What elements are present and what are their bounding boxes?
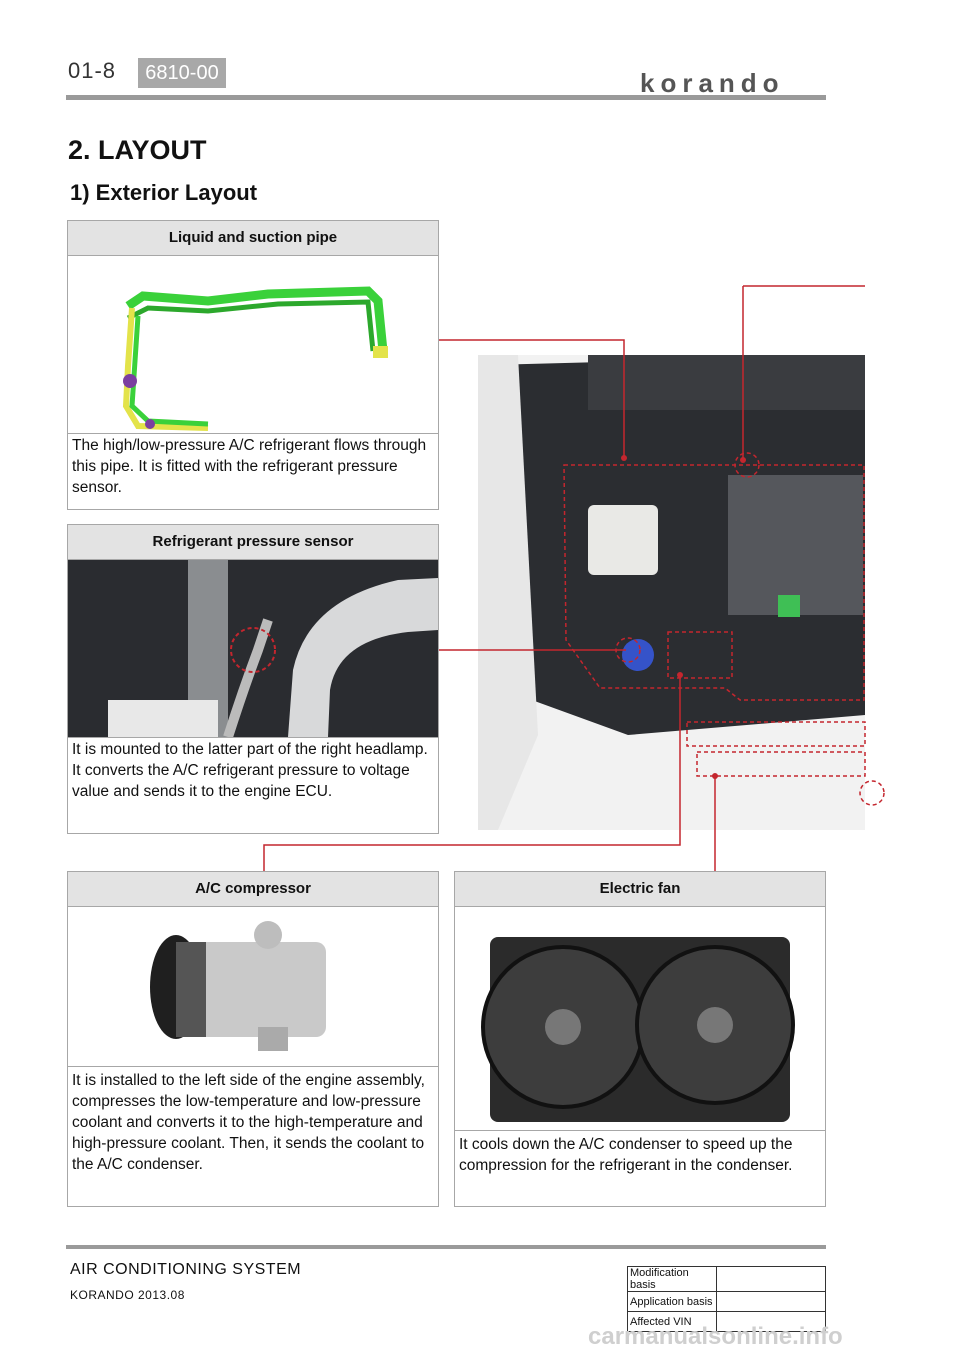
component-card-pressure-sensor: Refrigerant pressure sensor It is mounte… xyxy=(67,524,439,834)
footer-model: KORANDO 2013.08 xyxy=(70,1288,185,1302)
row-label: Modification basis xyxy=(627,1266,717,1292)
component-description: It is mounted to the latter part of the … xyxy=(72,741,428,800)
component-description: It is installed to the left side of the … xyxy=(72,1072,425,1173)
engine-bay-photo xyxy=(478,355,865,830)
footer-rule xyxy=(66,1245,826,1249)
component-description: The high/low-pressure A/C refrigerant fl… xyxy=(72,437,427,496)
sensor-image xyxy=(68,560,438,738)
row-value xyxy=(716,1266,826,1292)
row-value xyxy=(716,1291,826,1312)
revision-info-table: Modification basis Application basis Aff… xyxy=(627,1266,826,1332)
page-number: 01-8 xyxy=(68,58,117,83)
pipe-image xyxy=(68,256,438,434)
component-title: Refrigerant pressure sensor xyxy=(68,525,438,560)
component-card-ac-compressor: A/C compressor It is installed to the le… xyxy=(67,871,439,1207)
fan-image xyxy=(455,907,825,1131)
header-rule xyxy=(66,95,826,100)
component-title: Liquid and suction pipe xyxy=(68,221,438,256)
row-label: Application basis xyxy=(627,1291,717,1312)
component-description: It cools down the A/C condenser to speed… xyxy=(459,1136,793,1174)
footer-system-title: AIR CONDITIONING SYSTEM xyxy=(70,1261,302,1278)
component-title: A/C compressor xyxy=(68,872,438,907)
component-title: Electric fan xyxy=(455,872,825,907)
table-row: Affected VIN xyxy=(627,1311,826,1332)
table-row: Modification basis xyxy=(627,1266,826,1292)
section-title: 2. LAYOUT xyxy=(68,135,207,165)
component-card-liquid-suction-pipe: Liquid and suction pipe The high/low-pre… xyxy=(67,220,439,510)
watermark: carmanualsonline.info xyxy=(588,1323,843,1350)
section-code-badge: 6810-00 xyxy=(138,58,226,88)
compressor-image xyxy=(68,907,438,1067)
brand-logo: korando xyxy=(640,68,785,98)
subsection-title: 1) Exterior Layout xyxy=(70,180,258,205)
row-value xyxy=(716,1311,826,1332)
table-row: Application basis xyxy=(627,1291,826,1312)
component-card-electric-fan: Electric fan It cools down the A/C conde… xyxy=(454,871,826,1207)
